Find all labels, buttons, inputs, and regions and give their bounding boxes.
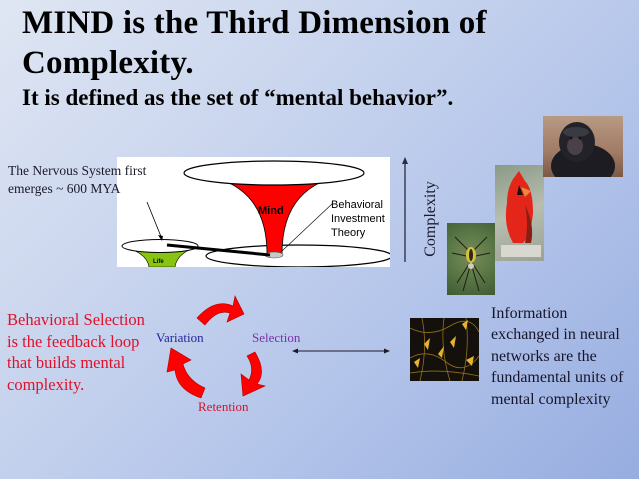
neural-info-text: Information exchanged in neural networks… — [491, 305, 624, 408]
stage-retention: Retention — [198, 399, 249, 414]
life-label: Life — [153, 259, 164, 265]
feedback-loop-arrows — [166, 295, 266, 399]
complexity-label: Complexity — [422, 181, 439, 257]
slide-subtitle: It is defined as the set of “mental beha… — [22, 85, 454, 110]
theory-leader-line — [281, 202, 334, 252]
cycle-arrow-retention-to-variation — [166, 347, 206, 399]
note-pointer-arrowhead — [158, 235, 163, 241]
theory-label-line-1: Behavioral — [331, 199, 383, 211]
spider-photo — [447, 223, 495, 295]
cycle-arrow-variation-to-selection — [196, 295, 245, 326]
stage-selection: Selection — [252, 330, 301, 345]
mind-funnel-base-ellipse — [205, 244, 393, 268]
note-pointer-arrow — [146, 201, 163, 240]
complexity-arrow-icon — [399, 155, 413, 265]
slide-title: MIND is the Third Dimension of Complexit… — [22, 5, 487, 81]
mind-funnel-top-ellipse — [183, 160, 365, 186]
nervous-system-note: The Nervous System first emerges ~ 600 M… — [8, 163, 147, 196]
stage-variation: Variation — [156, 330, 204, 345]
funnel-diagram-graphic: Mind Life Behavioral Investment Theory — [121, 160, 393, 268]
cycle-arrow-selection-to-retention — [240, 351, 266, 397]
theory-label-line-3: Theory — [331, 227, 366, 239]
chimpanzee-photo — [543, 116, 623, 177]
life-funnel-top-ellipse — [121, 239, 199, 253]
neurons-photo — [410, 318, 479, 381]
double-arrow-icon — [292, 348, 390, 354]
mind-label: Mind — [258, 205, 284, 217]
behavioral-selection-description: Behavioral Selection is the feedback loo… — [7, 310, 145, 394]
theory-label-line-2: Investment — [331, 213, 385, 225]
funnel-diagram: Mind Life Behavioral Investment Theory — [117, 157, 393, 268]
cardinal-bird-photo — [495, 165, 544, 261]
evolution-line — [166, 243, 271, 257]
